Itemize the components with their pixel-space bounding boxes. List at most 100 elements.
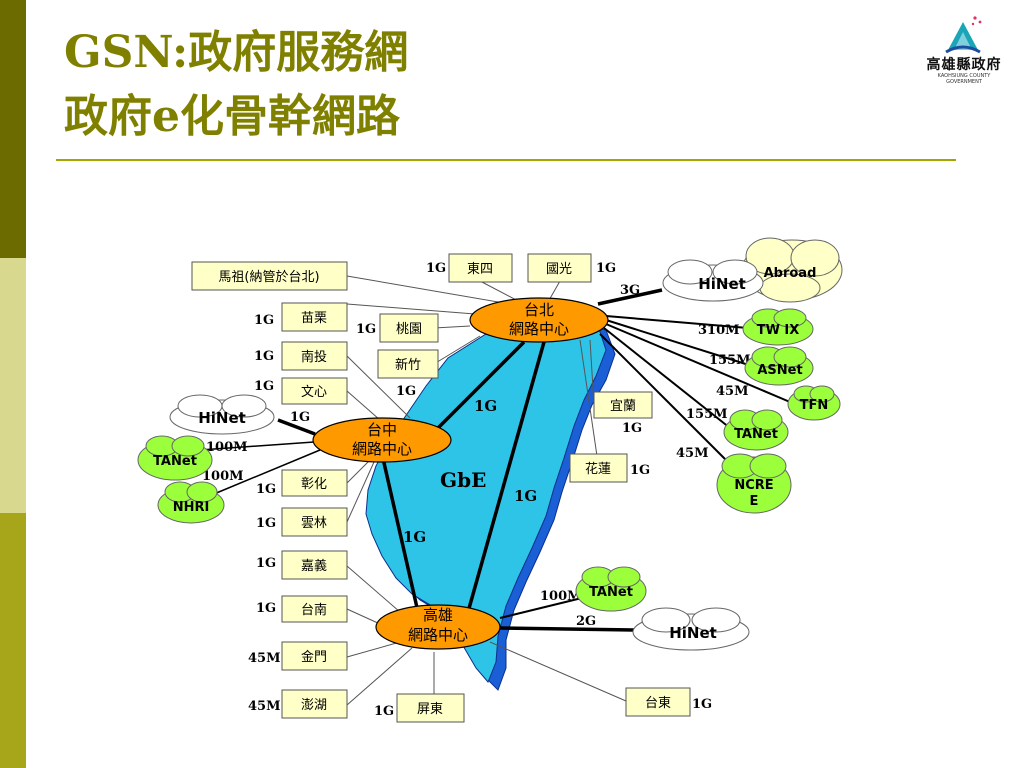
hub-taichung-label1: 台中 [367, 421, 397, 439]
site-hsinchu: 新竹 [395, 357, 421, 373]
cloud-abroad [741, 237, 843, 303]
cloud-tfn-label: TFN [800, 398, 829, 413]
site-miaoli-box [281, 302, 348, 332]
bw-hsinchu: 1G [396, 384, 416, 399]
link-taipei-hinet [597, 288, 663, 306]
link-kinmen [346, 641, 401, 658]
site-yunlin-box [281, 507, 348, 537]
slide-title-line1: GSN:政府服務網 [64, 27, 409, 78]
title-rule [56, 159, 956, 161]
trunk-taichung-kaohsiung [380, 453, 420, 613]
link-kh-hinet [499, 626, 635, 632]
cloud-asnet-label: ASNet [757, 363, 802, 378]
site-guoguang: 國光 [546, 262, 572, 277]
site-hsinchu-box [377, 349, 439, 379]
cloud-ncree-label2: E [750, 494, 759, 509]
bw-nantou: 1G [254, 349, 274, 364]
cloud-nhri-label: NHRI [173, 500, 210, 515]
site-penghu: 澎湖 [301, 698, 327, 713]
site-chiayi: 嘉義 [301, 558, 327, 574]
hub-kaohsiung-label1: 高雄 [423, 606, 453, 624]
bw-chiayi: 1G [256, 556, 276, 571]
bw-taichung-tanet: 100M [206, 440, 248, 455]
cloud-nhri [157, 481, 225, 524]
sidebar-dark-band [0, 0, 26, 258]
site-yilan: 宜蘭 [610, 398, 636, 414]
site-matsu: 馬祖(納管於台北) [218, 269, 319, 285]
hub-taichung [312, 417, 452, 463]
link-yilan [589, 339, 595, 406]
bw-asnet: 155M [709, 353, 751, 368]
link-taichung-tanet [199, 441, 315, 451]
hub-kaohsiung [375, 604, 501, 650]
cloud-hinet-mid [169, 394, 275, 435]
bw-taichung-hinet: 1G [290, 410, 310, 425]
site-taitung-box [625, 687, 691, 717]
bw-hualien: 1G [630, 463, 650, 478]
bw-tanet-north: 155M [686, 407, 728, 422]
link-wenxin [346, 390, 381, 421]
cloud-tanet-mid-label: TANet [153, 454, 197, 469]
cloud-hinet-mid-label: HiNet [198, 409, 246, 427]
site-tainan-box [281, 595, 348, 623]
cloud-tanet-south-label: TANet [589, 585, 633, 600]
bw-nhri: 100M [202, 469, 244, 484]
trunk-label-2: 1G [514, 487, 537, 505]
link-penghu [346, 647, 413, 706]
trunk-label-1: 1G [474, 397, 497, 415]
site-taoyuan-box [379, 313, 439, 343]
hub-kaohsiung-label2: 網路中心 [408, 626, 468, 644]
cloud-hinet-south-label: HiNet [669, 624, 717, 642]
cloud-tfn [787, 385, 841, 421]
cloud-asnet [744, 346, 814, 386]
sidebar-mid-band [0, 513, 26, 768]
site-matsu-box [191, 261, 348, 291]
link-tainan [346, 608, 381, 625]
logo-subtitle: KAOHSIUNG COUNTY GOVERNMENT [937, 73, 991, 85]
link-matsu [346, 275, 511, 305]
bw-twix: 310M [698, 323, 740, 338]
site-dongsi: 東四 [467, 261, 493, 277]
link-asnet [605, 319, 753, 367]
cloud-abroad-label: Abroad [764, 266, 817, 281]
site-chiayi-box [281, 550, 348, 580]
site-pingtung-box [396, 693, 465, 723]
cloud-hinet-north [662, 259, 764, 302]
cloud-tanet-north-label: TANet [734, 427, 778, 442]
site-guoguang-box [527, 253, 592, 283]
link-hsinchu [433, 335, 481, 365]
bw-yilan: 1G [622, 421, 642, 436]
link-nantou [346, 355, 411, 419]
site-dongsi-box [448, 253, 513, 283]
link-changhua [346, 459, 371, 484]
site-kinmen-box [281, 641, 348, 671]
site-penghu-box [281, 689, 348, 719]
site-hualien: 花蓮 [585, 461, 611, 477]
bw-ncree: 45M [676, 446, 708, 461]
site-changhua: 彰化 [301, 476, 327, 492]
bw-yunlin: 1G [256, 516, 276, 531]
bw-dongsi: 1G [426, 261, 446, 276]
cloud-tanet-mid [137, 435, 213, 481]
bw-wenxin: 1G [254, 379, 274, 394]
link-hualien [579, 339, 598, 457]
link-nhri [213, 449, 321, 495]
site-miaoli: 苗栗 [301, 311, 327, 326]
trunk-label-3: 1G [403, 528, 426, 546]
bw-tfn: 45M [716, 384, 748, 399]
backbone-label: GbE [440, 468, 486, 492]
hub-taipei [469, 297, 609, 343]
link-tfn [605, 323, 791, 403]
site-yilan-box [593, 391, 653, 419]
trunk-taipei-kaohsiung [466, 341, 546, 613]
site-wenxin: 文心 [301, 385, 327, 400]
slide-title-line2: 政府e化骨幹網路 [64, 91, 400, 142]
site-changhua-box [281, 469, 348, 497]
sidebar-light-band [0, 258, 26, 513]
link-taoyuan [433, 325, 471, 329]
link-tanet-north [603, 327, 731, 429]
bw-guoguang: 1G [596, 261, 616, 276]
site-taoyuan: 桃園 [396, 322, 422, 337]
hub-taipei-label2: 網路中心 [509, 320, 569, 338]
